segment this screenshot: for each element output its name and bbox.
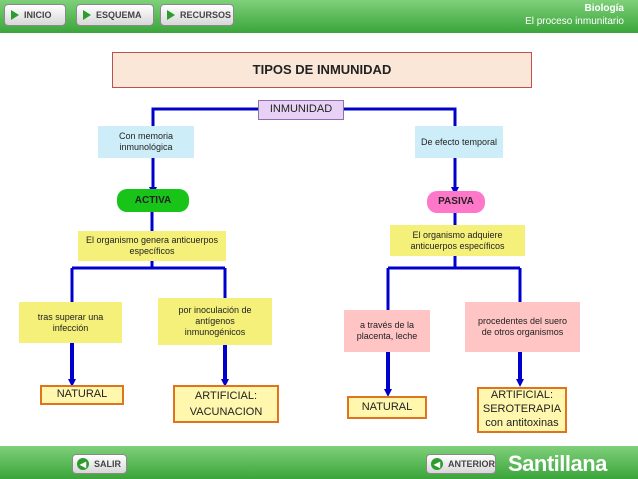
play-arrow-icon — [83, 10, 91, 20]
result-seroterapia-line3: con antitoxinas — [485, 416, 559, 429]
arrow-left-icon: ◀ — [431, 458, 443, 470]
activa-description: El organismo genera anticuerpos específi… — [78, 231, 226, 261]
result-seroterapia: ARTIFICIAL: SEROTERAPIA con antitoxinas — [477, 387, 567, 433]
subject-title: Biología — [584, 3, 624, 14]
play-arrow-icon — [11, 10, 19, 20]
recursos-label: RECURSOS — [180, 10, 232, 20]
branch-inoculacion: por inoculación de antígenos inmunogénic… — [158, 298, 272, 345]
salir-button[interactable]: ◀ SALIR — [72, 454, 127, 474]
branch-placenta: a través de la placenta, leche — [344, 310, 430, 352]
right-note: De efecto temporal — [415, 126, 503, 158]
inicio-label: INICIO — [24, 10, 52, 20]
branch-suero: procedentes del suero de otros organismo… — [465, 302, 580, 352]
anterior-button[interactable]: ◀ ANTERIOR — [426, 454, 496, 474]
left-note: Con memoria inmunológica — [98, 126, 194, 158]
topic-title: El proceso inmunitario — [525, 16, 624, 27]
inicio-button[interactable]: INICIO — [4, 4, 66, 26]
pasiva-description: El organismo adquiere anticuerpos especí… — [390, 225, 525, 256]
play-arrow-icon — [167, 10, 175, 20]
esquema-label: ESQUEMA — [96, 10, 142, 20]
salir-label: SALIR — [94, 459, 121, 469]
arrow-left-icon: ◀ — [77, 458, 89, 470]
result-seroterapia-line2: SEROTERAPIA — [482, 403, 562, 416]
root-node: INMUNIDAD — [258, 100, 344, 120]
recursos-button[interactable]: RECURSOS — [160, 4, 234, 26]
anterior-label: ANTERIOR — [448, 459, 495, 469]
brand-logo: Santillana — [508, 451, 607, 476]
result-vacunacion: ARTIFICIAL: VACUNACION — [173, 385, 279, 423]
pasiva-node: PASIVA — [427, 191, 485, 213]
result-seroterapia-line1: ARTIFICIAL: — [490, 389, 554, 402]
result-vacunacion-line1: ARTIFICIAL: — [194, 389, 258, 402]
branch-infeccion: tras superar una infección — [19, 302, 122, 343]
result-natural-pasiva: NATURAL — [347, 396, 427, 419]
result-vacunacion-line2: VACUNACION — [189, 406, 263, 418]
esquema-button[interactable]: ESQUEMA — [76, 4, 154, 26]
activa-node: ACTIVA — [117, 189, 189, 212]
diagram-title: TIPOS DE INMUNIDAD — [112, 52, 532, 88]
result-natural-activa: NATURAL — [40, 385, 124, 405]
